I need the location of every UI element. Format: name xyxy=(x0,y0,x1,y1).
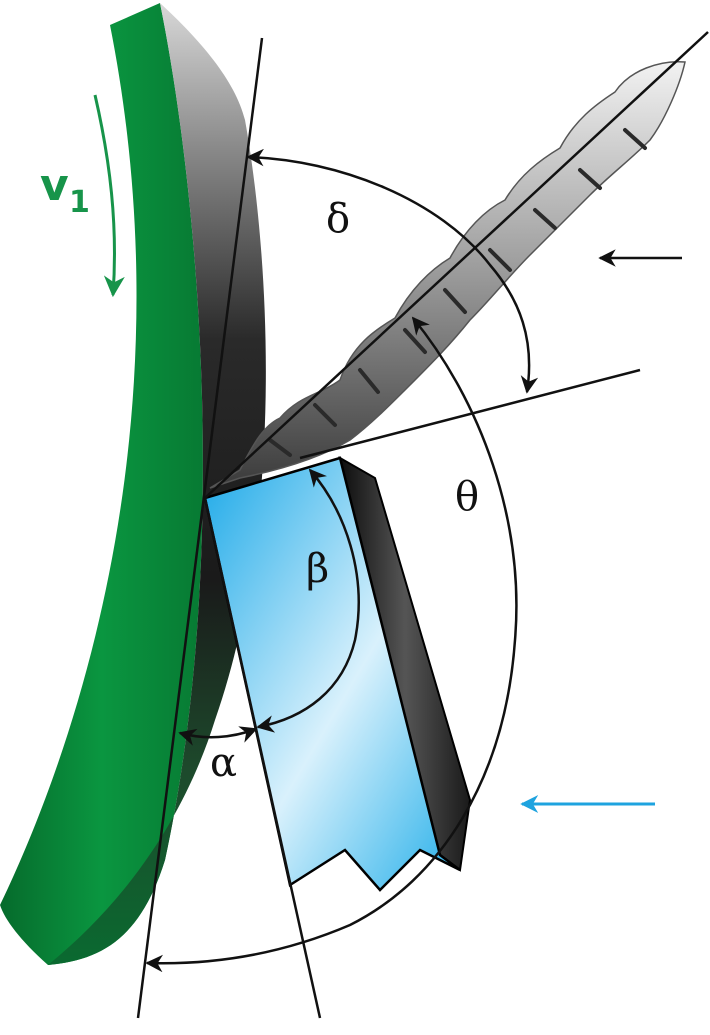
alpha-arc xyxy=(178,726,258,746)
workpiece xyxy=(0,3,266,965)
delta-label: δ xyxy=(326,196,350,242)
shear-plane-line xyxy=(204,31,709,499)
alpha-label: α xyxy=(210,740,237,786)
theta-label: θ xyxy=(455,474,479,520)
beta-arc xyxy=(256,468,360,733)
theta-arc xyxy=(145,316,518,973)
velocity-symbol: v xyxy=(40,160,69,211)
velocity-arrow xyxy=(93,94,125,298)
beta-label: β xyxy=(306,546,329,592)
angle-arcs xyxy=(145,148,539,973)
velocity-subscript: 1 xyxy=(69,185,90,220)
velocity-label: v 1 xyxy=(40,160,90,220)
delta-arc xyxy=(246,148,539,394)
